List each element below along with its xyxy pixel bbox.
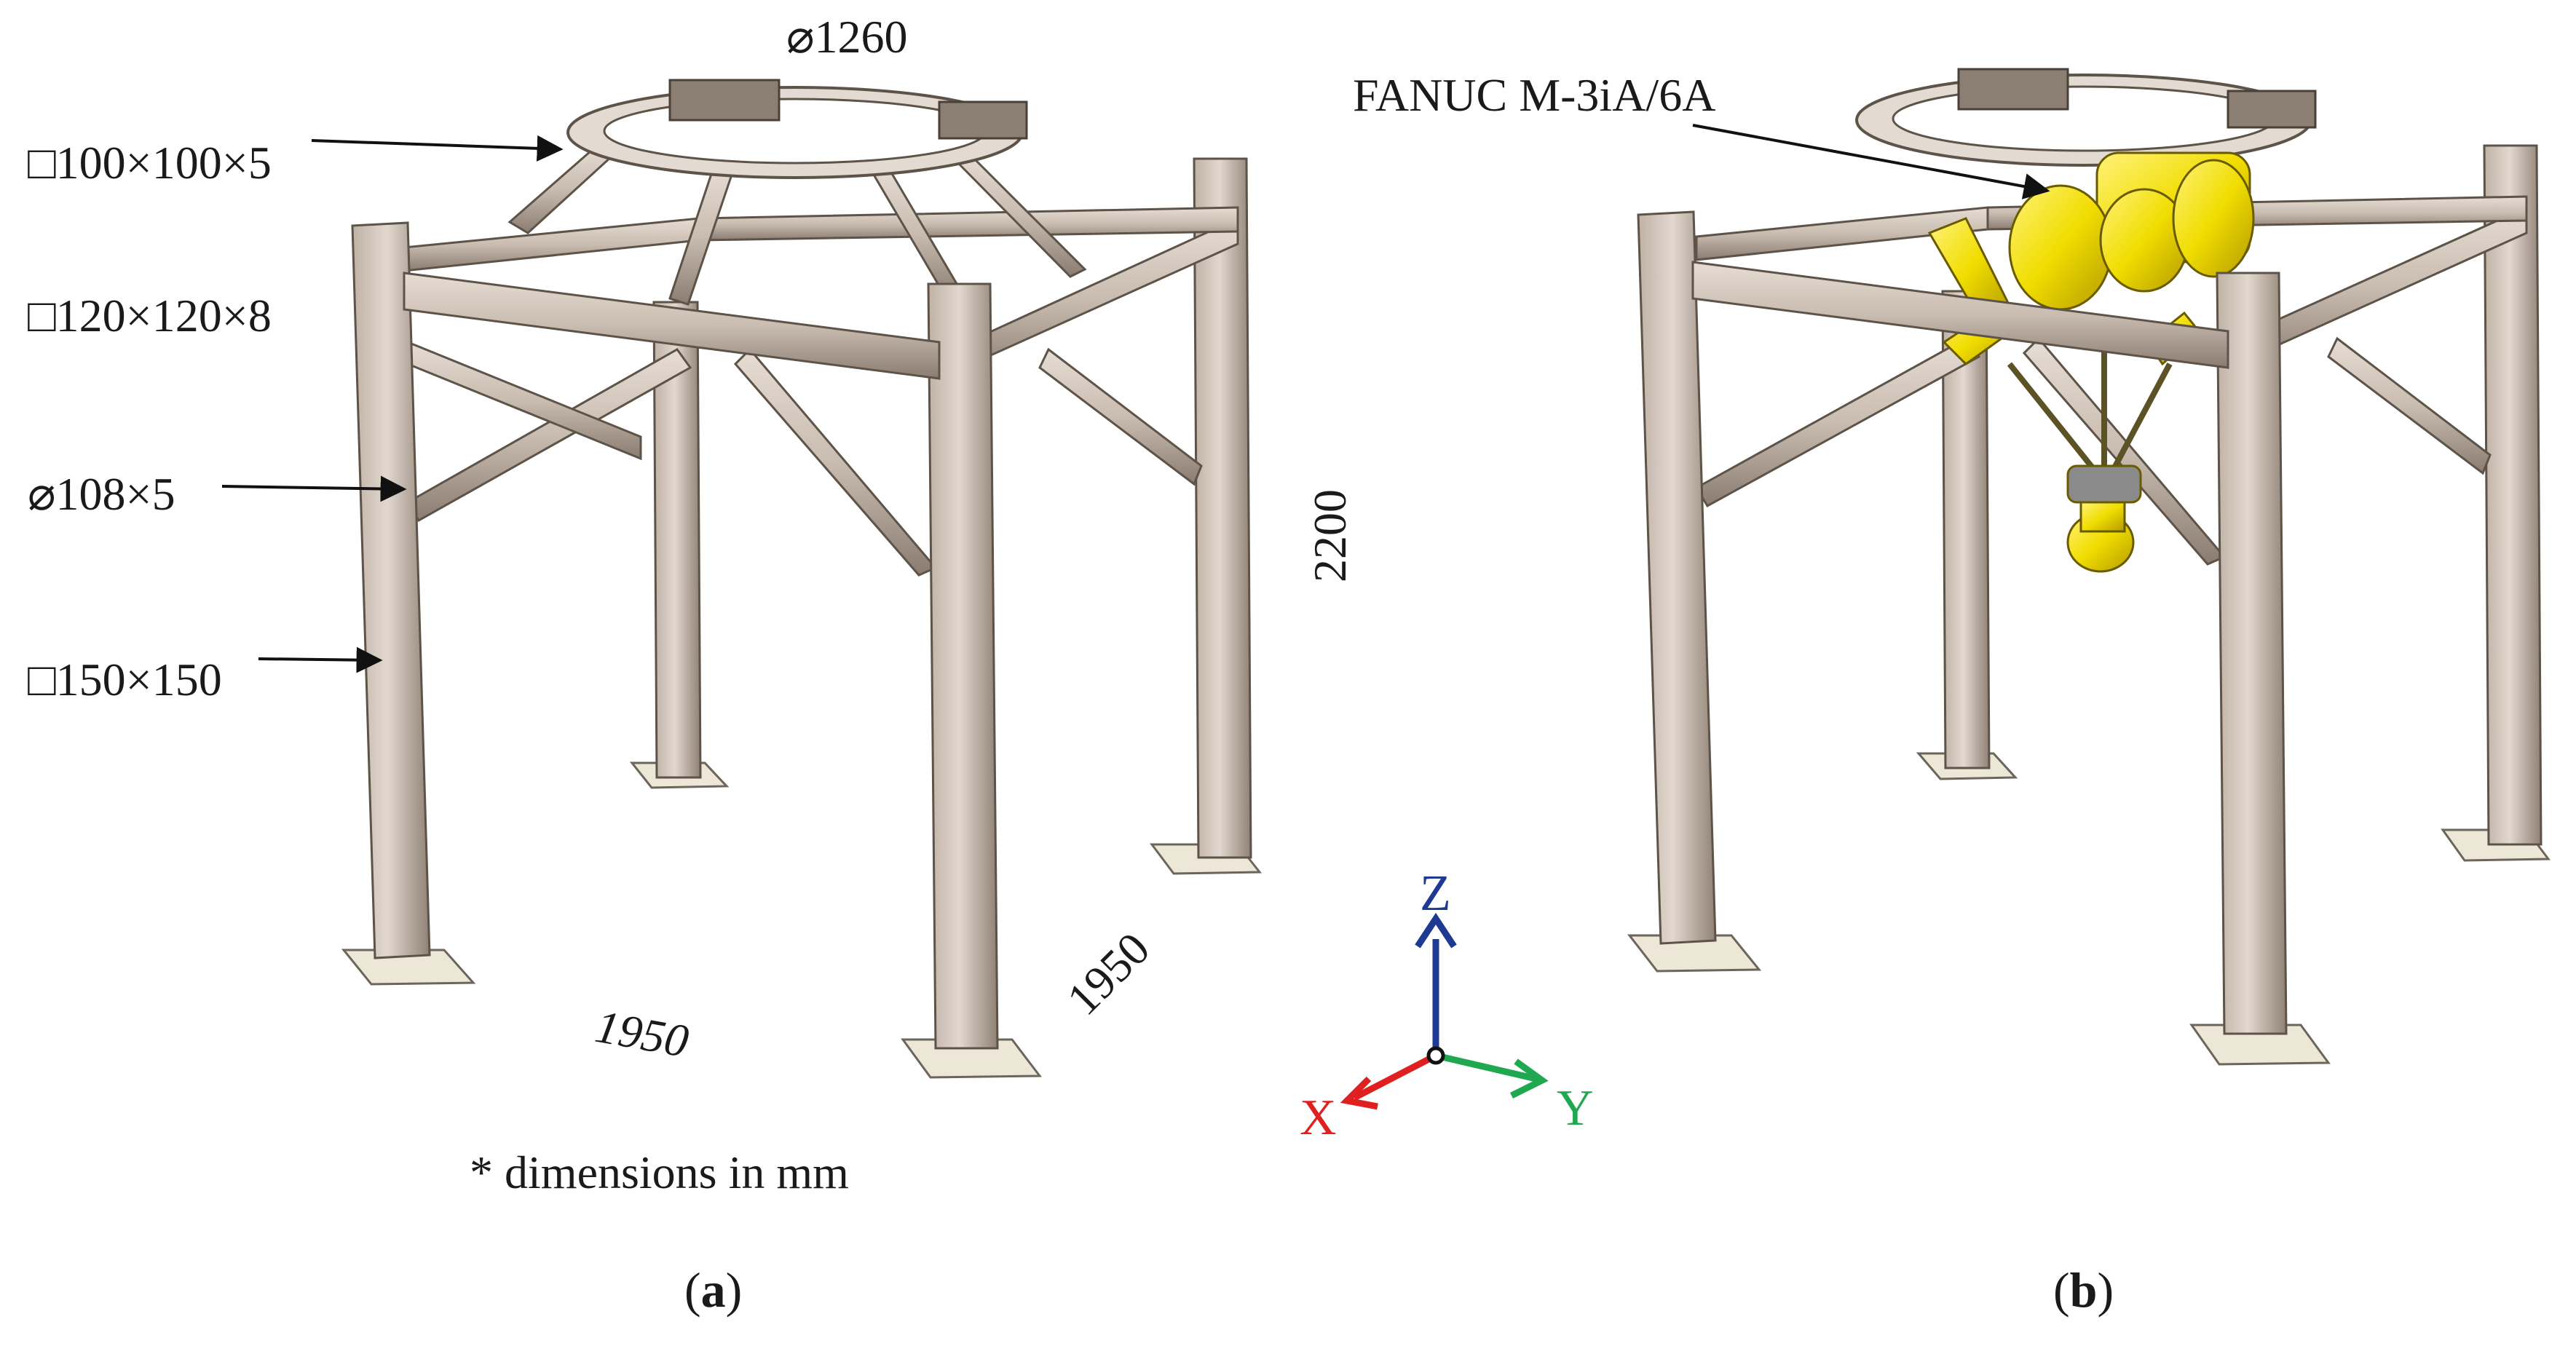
y-axis-arrow bbox=[1434, 1052, 1538, 1082]
column-front-right bbox=[927, 282, 999, 1050]
column-back-right-b bbox=[2483, 144, 2543, 846]
top-ring-b bbox=[1855, 68, 2317, 167]
beam-mid-label: □120×120×8 bbox=[28, 290, 272, 341]
column-front-right-b bbox=[2216, 272, 2288, 1035]
column-arrow bbox=[258, 646, 383, 673]
width-front-label: 1950 bbox=[592, 1000, 692, 1067]
height-label: 2200 bbox=[1304, 489, 1356, 582]
front-beam bbox=[403, 272, 941, 380]
x-axis-arrow bbox=[1352, 1053, 1438, 1101]
beam-small-arrow bbox=[311, 135, 564, 162]
base-plates-b bbox=[1627, 752, 2551, 1066]
panel-a-caption: (a) bbox=[684, 1262, 742, 1318]
width-right-label: 1950 bbox=[1057, 922, 1160, 1025]
x-axis-label: X bbox=[1300, 1090, 1337, 1146]
z-axis-label: Z bbox=[1420, 866, 1451, 922]
column-front-left bbox=[351, 221, 431, 959]
ring-braces bbox=[507, 144, 1087, 306]
column-back-right bbox=[1193, 157, 1252, 859]
dimensions-note: * dimensions in mm bbox=[470, 1147, 849, 1198]
brace-tube-arrow bbox=[221, 475, 407, 502]
panel-b-labels: FANUC M-3iA/6A (b) bbox=[1353, 69, 2114, 1318]
robot-arrow bbox=[1692, 124, 2050, 199]
column-front-left-b bbox=[1637, 210, 1717, 945]
column-label: □150×150 bbox=[28, 654, 222, 705]
beam-small-label: □100×100×5 bbox=[28, 137, 272, 189]
robot-label: FANUC M-3iA/6A bbox=[1353, 69, 1715, 121]
panel-b-caption: (b) bbox=[2053, 1262, 2114, 1318]
panel-a-frame-drawing bbox=[341, 79, 1263, 1079]
brace-tube-label: ⌀108×5 bbox=[28, 468, 175, 520]
ring-diameter-label: ⌀1260 bbox=[786, 11, 908, 63]
y-axis-label: Y bbox=[1557, 1080, 1594, 1136]
base-plates bbox=[341, 761, 1263, 1079]
axis-triad: Z X Y bbox=[1300, 866, 1594, 1146]
front-beam-b bbox=[1691, 261, 2229, 369]
diagonal-braces bbox=[406, 340, 1203, 577]
top-ring bbox=[566, 79, 1028, 179]
panel-b-frame-drawing bbox=[1627, 68, 2551, 1066]
